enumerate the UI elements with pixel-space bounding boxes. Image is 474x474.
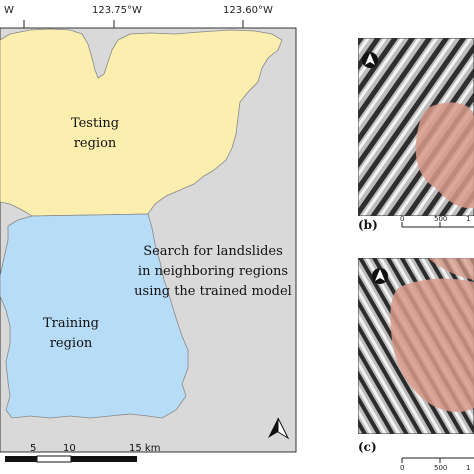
training-label-line2: region [49, 336, 93, 351]
north-arrow-icon [268, 417, 290, 440]
inset-b-tick-500: 500 [434, 215, 448, 223]
search-note: Search for landslides in neighboring reg… [128, 242, 298, 302]
inset-c-tick-0: 0 [400, 464, 405, 472]
training-label-line1: Training [42, 316, 100, 331]
main-map: W 123.75°W 123.60°W Testing region Train… [0, 5, 298, 463]
inset-b-label: (b) [358, 218, 378, 232]
inset-c: (c) 0 500 1 [358, 258, 474, 474]
inset-b-tick-0: 0 [400, 215, 405, 223]
inset-c-hillshade [358, 258, 474, 434]
north-arrow-icon [372, 268, 388, 284]
scale-tick-5: 5 [30, 443, 37, 454]
testing-region [0, 28, 283, 217]
inset-b: 0 500 1 (b) [358, 38, 474, 232]
testing-label-line1: Testing [70, 116, 120, 131]
coord-label-123-75: 123.75°W [92, 5, 142, 16]
coord-label-123-60: 123.60°W [223, 5, 273, 16]
testing-label-line2: region [73, 136, 117, 151]
coord-label-left: W [4, 5, 14, 16]
inset-c-tick-1: 1 [466, 464, 471, 472]
landslide-area-b [415, 102, 474, 209]
testing-region-label: Testing region [50, 114, 140, 154]
landslide-area-c [390, 278, 474, 413]
note-line1: Search for landslides [143, 244, 283, 259]
inset-b-tick-1: 1 [466, 215, 471, 223]
north-arrow-icon [362, 52, 378, 68]
inset-b-hillshade [358, 38, 474, 216]
scale-tick-15km: 15 km [129, 443, 161, 454]
map-frame [0, 20, 297, 463]
scale-tick-10: 10 [63, 443, 76, 454]
inset-c-tick-500: 500 [434, 464, 448, 472]
training-region [0, 213, 189, 419]
note-line3: using the trained model [134, 284, 292, 299]
inset-c-label: (c) [358, 440, 377, 454]
note-line2: in neighboring regions [137, 264, 289, 279]
training-region-label: Training region [26, 314, 116, 354]
